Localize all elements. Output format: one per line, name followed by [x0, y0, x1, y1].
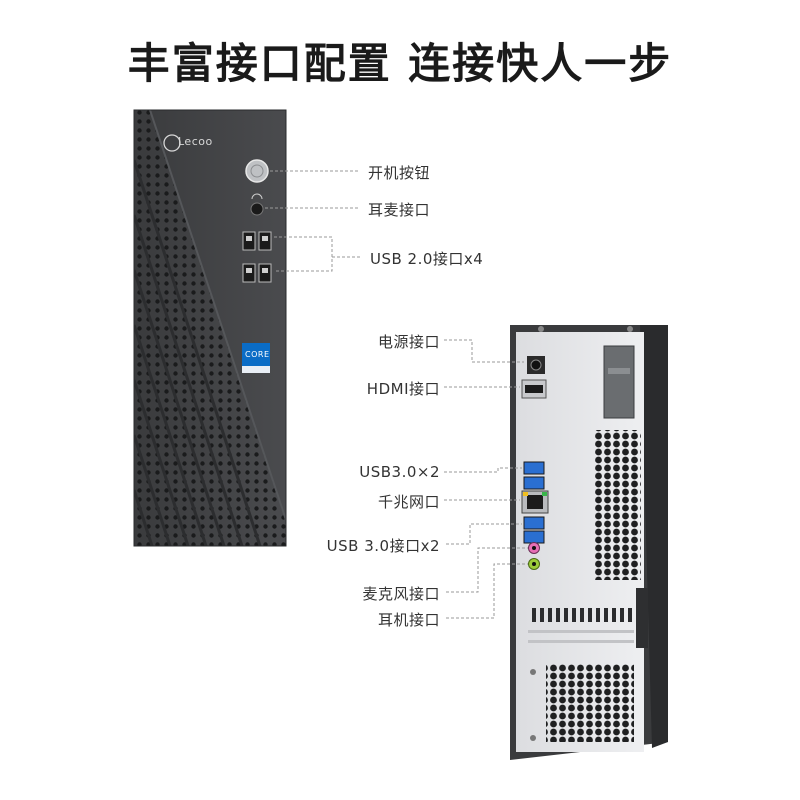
callout-leader-lines	[265, 170, 528, 619]
rear-tower	[510, 325, 668, 760]
intel-badge-text: CORE	[245, 350, 270, 359]
headphone-jack[interactable]	[528, 558, 540, 570]
callout-mic-jack: 麦克风接口	[362, 585, 440, 603]
callout-headphone-jack: 耳机接口	[377, 611, 440, 629]
usb3-top-ports[interactable]	[523, 461, 545, 490]
callout-headset-jack: 耳麦接口	[368, 201, 431, 219]
brand-logo-text: Lecoo	[178, 135, 213, 148]
callout-power-button: 开机按钮	[368, 164, 431, 182]
callout-usb3-bottom: USB 3.0接口x2	[326, 537, 440, 555]
intel-core-badge	[242, 343, 270, 373]
front-tower	[133, 109, 287, 547]
callout-hdmi: HDMI接口	[366, 380, 440, 398]
callout-ethernet: 千兆网口	[377, 493, 440, 511]
front-usb2-ports[interactable]	[242, 231, 272, 283]
page-headline: 丰富接口配置 连接快人一步	[127, 39, 673, 88]
power-input-port[interactable]	[527, 356, 545, 374]
mic-jack[interactable]	[528, 542, 540, 554]
lecoo-logo	[163, 134, 181, 152]
hdmi-port[interactable]	[521, 379, 547, 399]
ethernet-port[interactable]	[521, 490, 549, 514]
power-button-icon[interactable]	[245, 159, 269, 183]
callout-usb2: USB 2.0接口x4	[370, 250, 484, 268]
callout-power-input: 电源接口	[377, 333, 440, 351]
usb3-bottom-ports[interactable]	[523, 516, 545, 544]
headset-jack-icon[interactable]	[250, 193, 264, 216]
callout-usb3-top: USB3.0×2	[359, 463, 440, 481]
